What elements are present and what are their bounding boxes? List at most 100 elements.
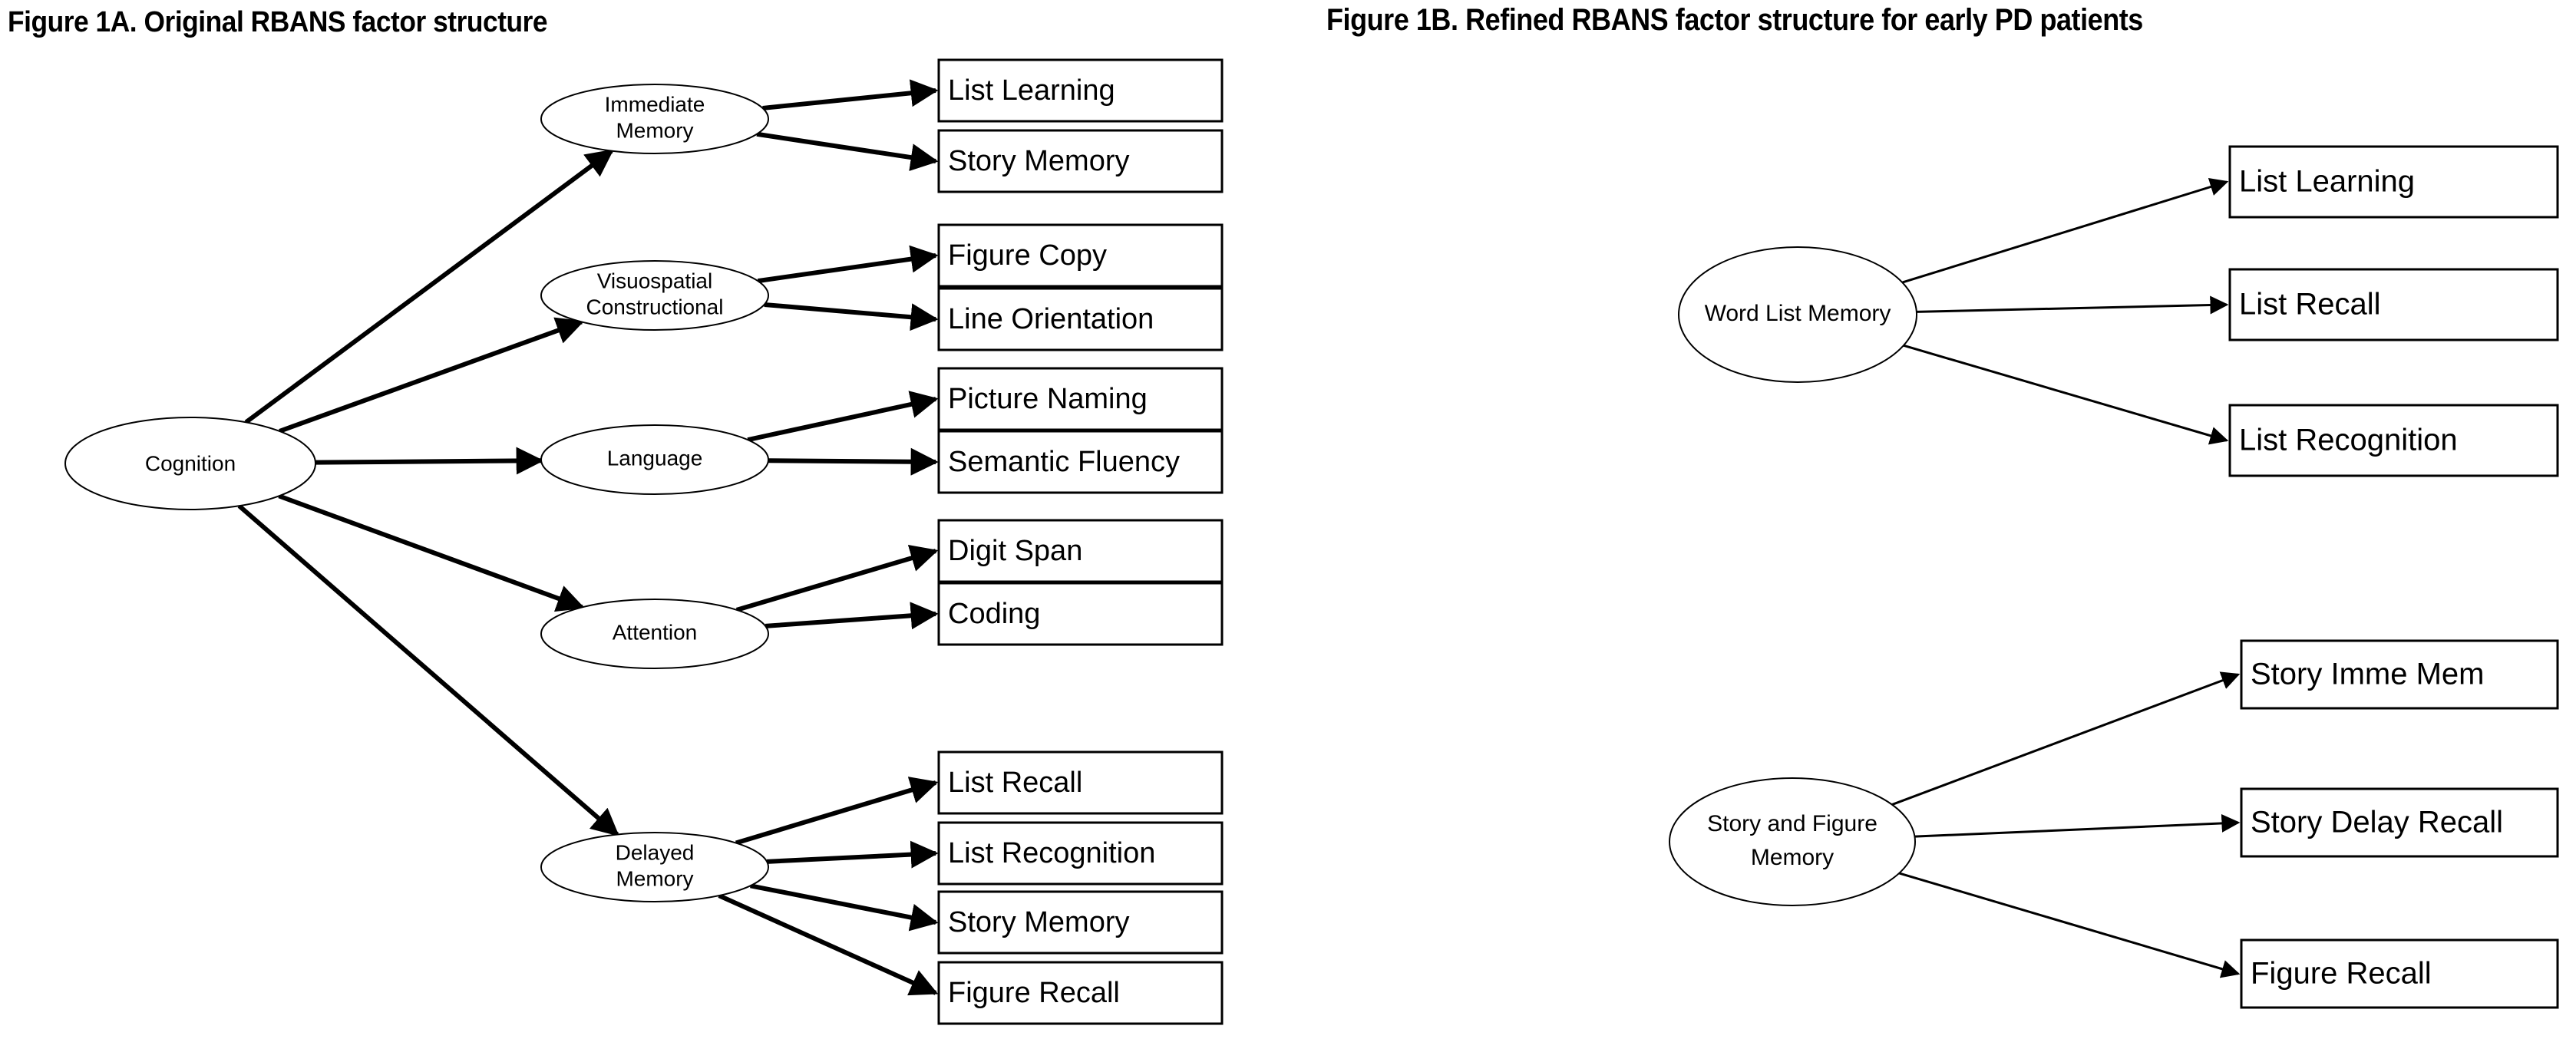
node-label: Word List Memory [1705, 301, 1891, 326]
indicator-box [937, 367, 1224, 431]
indicator-list-recognition[interactable]: List Recognition [937, 821, 1224, 886]
indicator-label: Figure Copy [948, 239, 1107, 272]
link-root-to-immediate-memory [244, 149, 614, 424]
indicator-label: Story Delay Recall [2251, 806, 2503, 839]
node-label: Constructional [586, 295, 724, 318]
indicator-label: List Recognition [948, 837, 1155, 869]
indicator-semantic-fluency[interactable]: Semantic Fluency [937, 430, 1224, 494]
indicator-label: List Learning [948, 74, 1115, 107]
indicator-story-imme-mem[interactable]: Story Imme Mem [2240, 639, 2559, 710]
indicator-list-learning[interactable]: List Learning [937, 58, 1224, 123]
link-story-figure-memory-to-figure-recall [1898, 872, 2241, 978]
indicator-figure-copy[interactable]: Figure Copy [937, 223, 1224, 288]
link-word-list-memory-to-list-recognition [1903, 344, 2229, 445]
indicator-list-recall[interactable]: List Recall [937, 750, 1224, 815]
indicator-box [937, 519, 1224, 583]
link-language-to-semantic-fluency [768, 447, 939, 476]
indicator-box [937, 582, 1224, 646]
node-label: Memory [616, 866, 693, 890]
ellipse-shape [540, 260, 769, 331]
indicator-box [937, 961, 1224, 1025]
link-attention-to-coding [765, 602, 939, 630]
link-visuospatial-to-line-orientation [764, 302, 939, 331]
ellipse-shape [540, 599, 769, 669]
indicator-figure-recall[interactable]: Figure Recall [2240, 938, 2559, 1009]
indicator-box [937, 430, 1224, 494]
indicator-label: Figure Recall [2251, 957, 2432, 991]
node-language[interactable]: Language [540, 424, 769, 495]
indicator-box [2228, 145, 2559, 219]
node-label: Cognition [145, 451, 236, 475]
indicator-label: Story Memory [948, 145, 1129, 177]
ellipse-shape [1678, 246, 1917, 383]
indicator-label: Story Imme Mem [2251, 658, 2484, 691]
node-label: Delayed [616, 840, 695, 864]
indicator-box [2240, 639, 2559, 710]
indicator-box [2240, 787, 2559, 858]
link-delayed-memory-to-list-recognition [766, 840, 939, 869]
indicator-label: Figure Recall [948, 977, 1120, 1009]
link-delayed-memory-to-list-recall [735, 777, 939, 846]
node-attention[interactable]: Attention [540, 599, 769, 669]
node-cognition[interactable]: Cognition [64, 417, 316, 510]
indicator-box [937, 750, 1224, 815]
indicator-line-orientation[interactable]: Line Orientation [937, 287, 1224, 351]
indicator-picture-naming[interactable]: Picture Naming [937, 367, 1224, 431]
link-immediate-memory-to-list-learning [762, 79, 939, 110]
link-visuospatial-to-figure-copy [757, 245, 939, 284]
indicator-label: Picture Naming [948, 383, 1148, 415]
node-label: Attention [613, 620, 698, 644]
indicator-label: Line Orientation [948, 303, 1154, 335]
link-root-to-language [315, 447, 544, 475]
ellipse-shape [64, 417, 316, 510]
node-word-list-memory[interactable]: Word List Memory [1678, 246, 1917, 383]
indicator-box [2228, 404, 2559, 477]
indicator-story-memory[interactable]: Story Memory [937, 890, 1224, 955]
ellipse-shape [540, 832, 769, 902]
link-root-to-delayed-memory [237, 503, 619, 836]
ellipse-shape [540, 84, 769, 154]
indicator-list-learning[interactable]: List Learning [2228, 145, 2559, 219]
node-label: Story and Figure [1707, 811, 1878, 836]
ellipse-shape [1669, 777, 1916, 906]
panel-b-links [1891, 177, 2241, 978]
panel-a-nodes: CognitionImmediateMemoryVisuospatialCons… [64, 58, 1224, 1025]
panel-b-title: Figure 1B. Refined RBANS factor structur… [1326, 3, 2143, 37]
indicator-box [937, 223, 1224, 288]
indicator-coding[interactable]: Coding [937, 582, 1224, 646]
node-label: Visuospatial [597, 269, 712, 292]
indicator-box [937, 287, 1224, 351]
indicator-label: List Recall [948, 767, 1082, 799]
indicator-box [2240, 938, 2559, 1009]
indicator-label: Semantic Fluency [948, 446, 1180, 478]
node-label: Memory [616, 118, 693, 142]
link-delayed-memory-to-story-memory [750, 883, 939, 932]
indicator-box [937, 58, 1224, 123]
indicator-digit-span[interactable]: Digit Span [937, 519, 1224, 583]
indicator-label: List Recall [2239, 288, 2381, 322]
link-word-list-memory-to-list-learning [1901, 177, 2229, 284]
node-label: Immediate [605, 92, 705, 116]
indicator-story-memory[interactable]: Story Memory [937, 129, 1224, 193]
indicator-list-recognition[interactable]: List Recognition [2228, 404, 2559, 477]
link-immediate-memory-to-story-memory [756, 131, 939, 171]
link-root-to-attention [278, 493, 585, 612]
indicator-label: Story Memory [948, 906, 1129, 938]
indicator-story-delay-recall[interactable]: Story Delay Recall [2240, 787, 2559, 858]
indicator-label: Coding [948, 598, 1040, 630]
panel-a-title: Figure 1A. Original RBANS factor structu… [8, 6, 548, 38]
ellipse-shape [540, 424, 769, 495]
link-story-figure-memory-to-story-imme-mem [1891, 671, 2241, 806]
indicator-figure-recall[interactable]: Figure Recall [937, 961, 1224, 1025]
panel-a-links [237, 79, 939, 996]
link-root-to-visuospatial [279, 317, 585, 434]
indicator-label: List Recognition [2239, 424, 2458, 457]
indicator-list-recall[interactable]: List Recall [2228, 268, 2559, 341]
